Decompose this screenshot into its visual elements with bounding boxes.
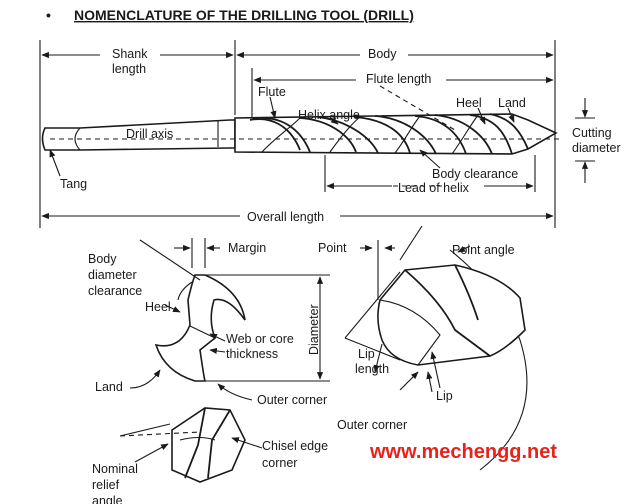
outer-corner-point-label: Outer corner: [337, 418, 407, 432]
flute-length-label: Flute length: [366, 72, 431, 86]
nominal-relief-angle-label-3: angle: [92, 494, 123, 504]
body-diameter-clearance-label-3: clearance: [88, 284, 142, 298]
diameter-label: Diameter: [307, 304, 321, 355]
helix-angle-label: Helix angle: [298, 108, 360, 122]
drill-chisel-view: Chisel edge corner Nominal relief angle: [92, 407, 328, 504]
heel-label: Heel: [456, 96, 482, 110]
drill-cross-section: Margin Body diameter clearance Heel Web …: [88, 238, 330, 407]
heading-bullet: •: [46, 7, 51, 23]
drill-axis-label: Drill axis: [126, 127, 173, 141]
margin-label: Margin: [228, 241, 266, 255]
point-label: Point: [318, 241, 347, 255]
body-label: Body: [368, 47, 397, 61]
shank-length-label-2: length: [112, 62, 146, 76]
drill-side-view: Shank length Body Flute length Flute Hel…: [39, 40, 621, 228]
tang-label: Tang: [60, 177, 87, 191]
flute-label: Flute: [258, 85, 286, 99]
heel-section-label: Heel: [145, 300, 171, 314]
cutting-diameter-label-2: diameter: [572, 141, 621, 155]
page-title: NOMENCLATURE OF THE DRILLING TOOL (DRILL…: [74, 7, 414, 23]
chisel-edge-corner-label: Chisel edge: [262, 439, 328, 453]
lip-label: Lip: [436, 389, 453, 403]
overall-length-label: Overall length: [247, 210, 324, 224]
shank-length-label: Shank: [112, 47, 148, 61]
land-label: Land: [498, 96, 526, 110]
outer-corner-section-label: Outer corner: [257, 393, 327, 407]
web-thickness-label: Web or core: [226, 332, 294, 346]
chisel-edge-corner-label-2: corner: [262, 456, 297, 470]
lip-length-label: Lip: [358, 347, 375, 361]
drill-point-view: Point Point angle Lip length Lip Outer c…: [318, 225, 528, 471]
body-diameter-clearance-label: Body: [88, 252, 117, 266]
lip-length-label-2: length: [355, 362, 389, 376]
nominal-relief-angle-label-2: relief: [92, 478, 120, 492]
lead-of-helix-label: Lead of helix: [398, 181, 470, 195]
site-watermark: www.mechengg.net: [369, 441, 557, 463]
body-diameter-clearance-label-2: diameter: [88, 268, 137, 282]
body-clearance-label: Body clearance: [432, 167, 518, 181]
land-section-label: Land: [95, 380, 123, 394]
web-thickness-label-2: thickness: [226, 347, 278, 361]
point-angle-label: Point angle: [452, 243, 515, 257]
cutting-diameter-label: Cutting: [572, 126, 612, 140]
nominal-relief-angle-label: Nominal: [92, 462, 138, 476]
